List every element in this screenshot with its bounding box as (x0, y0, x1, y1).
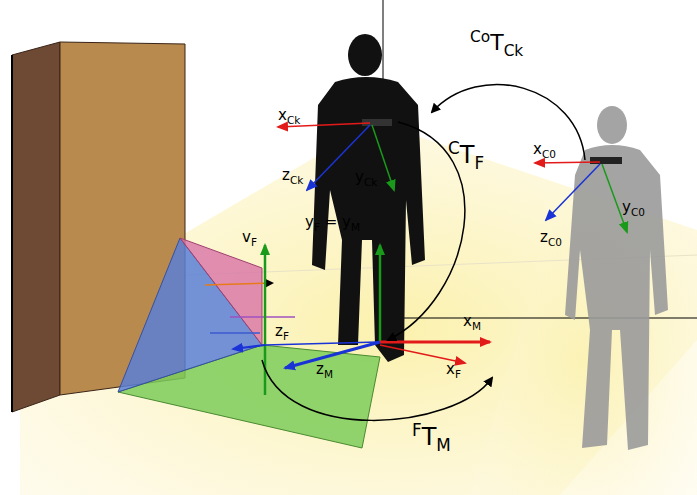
transform-label: CTF (448, 140, 484, 172)
axis-label: xM (463, 314, 481, 331)
axis-label: zC0 (540, 230, 562, 247)
transform-label: FTM (412, 422, 451, 454)
axis-label: yCk (355, 170, 377, 187)
axis-label: zF (275, 324, 289, 341)
axis-label: zCk (282, 168, 303, 185)
axis-label: zM (316, 362, 333, 379)
axis-label: xC0 (533, 142, 556, 159)
transform-label: CoTCk (470, 30, 523, 59)
axis-label: yF = yM (305, 215, 360, 232)
axis-label: xF (446, 362, 461, 379)
axis-label: yC0 (622, 200, 645, 217)
axis-label: vF (242, 230, 257, 247)
axis-label: xCk (278, 108, 300, 125)
